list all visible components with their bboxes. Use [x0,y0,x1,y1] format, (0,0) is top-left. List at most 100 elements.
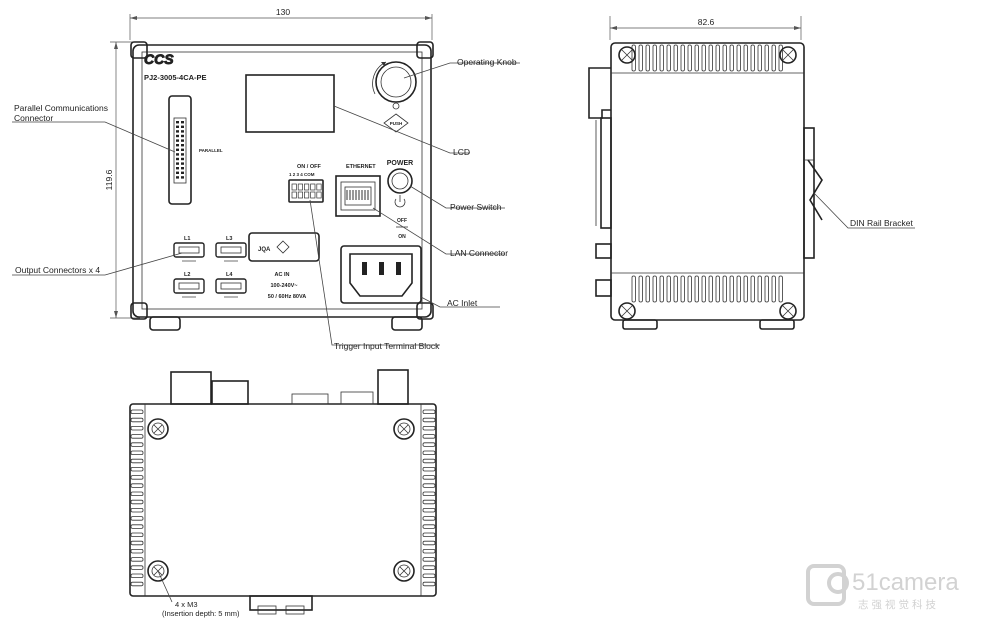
dip-terminal [310,191,316,199]
side-fin-top [652,44,657,72]
dip-toggle [316,183,322,191]
side-fin-bottom [659,275,664,303]
front-height-value: 119.6 [104,169,114,190]
onoff-label: ON / OFF [297,164,321,170]
side-fin-top [736,44,741,72]
parallel-pin [181,176,184,179]
side-front-lip [600,117,612,229]
cert-label: JQA [258,247,271,253]
bottom-fin-right [422,540,436,546]
screws-label-1: 4 x M3 [175,600,198,609]
side-fin-top [771,44,776,72]
bottom-fin-right [422,442,436,447]
power-switch-label: Power Switch [450,202,502,212]
parallel-pin [176,121,179,124]
side-fin-bottom [694,275,699,303]
side-fin-bottom [673,275,678,303]
bottom-fin-right [422,565,436,570]
bottom-fin-left [130,540,144,546]
side-fin-bottom [715,275,720,303]
side-fin-bottom [778,275,783,303]
channel-l3-label: L3 [226,236,232,242]
parallel-connector: PARALLEL [168,95,223,205]
bottom-fin-right [422,409,436,414]
bottom-fin-left [130,581,144,587]
side-fin-top [701,44,706,72]
side-fin-bottom [764,275,769,303]
bottom-fin-right [422,549,436,554]
parallel-pin [176,134,179,138]
parallel-pin [181,121,184,124]
dip-toggle [304,183,310,191]
din-rail-bracket [803,127,823,259]
bottom-fin-right [422,425,436,431]
ac-inlet-socket [340,245,422,304]
lcd-label: LCD [453,147,470,157]
output-connector-body [173,242,205,258]
parallel-pin [181,162,184,165]
bottom-fin-left [130,573,144,578]
output-connector-slot [178,282,200,290]
side-fin-bottom [652,275,657,303]
side-fin-top [722,44,727,72]
dip-terminal [304,191,310,199]
parallel-pin [176,167,179,170]
bottom-fin-left [130,491,144,496]
bottom-fin-left [130,532,144,537]
front-width-value: 130 [276,7,290,17]
bottom-parallel-protrusion [170,371,212,405]
ac-in-label: AC IN [275,272,290,278]
parallel-pin [181,144,184,147]
side-fin-bottom [701,275,706,303]
side-fin-bottom [771,275,776,303]
output-connector-slot [220,246,242,254]
output-connector-body [173,278,205,294]
side-fin-top [729,44,734,72]
parallel-pin [181,130,184,133]
output-connectors: L1 L3 L2 L4 [173,236,247,298]
front-view: 130 119.6 CCS PJ2-3005-4CA-PE PARALLEL [104,7,434,331]
bottom-fin-left [130,458,144,464]
dip-toggle [291,183,297,191]
rating-label: 50 / 60Hz 80VA [268,294,306,300]
parallel-connector-label-2: Connector [14,113,53,123]
watermark: 51camera 志强视觉科技 [806,564,959,611]
bottom-fin-right [422,458,436,464]
side-fin-top [687,44,692,72]
bottom-fin-right [422,557,436,562]
bottom-fin-right [422,573,436,578]
ac-inlet-label: AC Inlet [447,298,478,308]
side-fin-top [757,44,762,72]
bottom-fin-right [422,450,436,455]
screws-label-2: (Insertion depth: 5 mm) [162,609,240,618]
bottom-fin-right [422,417,436,423]
side-fin-top [715,44,720,72]
side-fin-top [673,44,678,72]
bottom-fin-right [422,475,436,480]
bottom-fin-right [422,491,436,496]
bottom-fin-right [422,524,436,529]
side-fin-bottom [750,275,755,303]
side-fin-top [764,44,769,72]
side-fin-top [666,44,671,72]
side-foot-right [759,319,795,330]
on-label: ON [398,234,406,240]
bottom-fin-right [422,434,436,439]
side-fin-top [708,44,713,72]
dip-numbers: 1 2 3 4 COM [289,172,315,177]
parallel-pin [176,139,179,142]
off-label: OFF [397,218,407,224]
front-panel [141,51,423,310]
bottom-fin-right [422,499,436,505]
watermark-chinese: 志强视觉科技 [858,598,939,611]
side-fin-bottom [680,275,685,303]
bottom-fin-left [130,524,144,529]
bottom-fin-left [130,450,144,455]
side-fin-top [750,44,755,72]
parallel-pin [181,139,184,142]
side-depth-dimension: 82.6 [609,16,802,40]
dip-terminal [291,191,297,199]
bottom-fin-left [130,507,144,513]
watermark-logo-icon [806,564,846,606]
